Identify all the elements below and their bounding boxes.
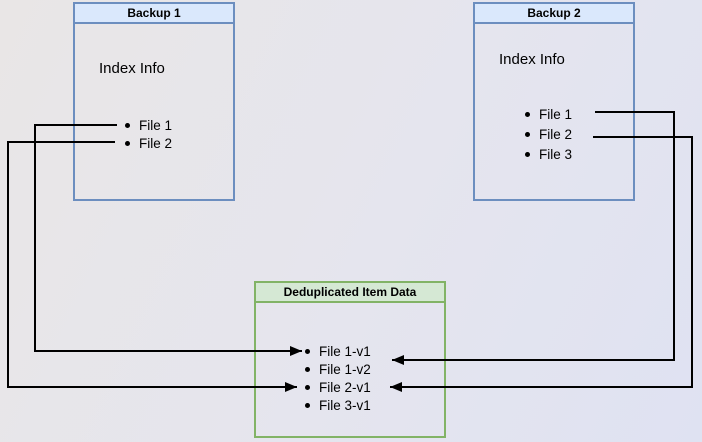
dedup-item-file1v2-label: File 1-v2 — [319, 361, 371, 377]
dedup-title: Deduplicated Item Data — [256, 283, 444, 303]
backup2-item-file1: File 1 — [525, 105, 572, 123]
backup1-item-file1: File 1 — [125, 116, 172, 134]
backup2-item-file3-label: File 3 — [539, 146, 573, 162]
dedup-item-file2v1-label: File 2-v1 — [319, 379, 371, 395]
backup2-item-file3: File 3 — [525, 145, 572, 163]
backup2-subtitle: Index Info — [499, 51, 565, 68]
backup1-item-file2: File 2 — [125, 134, 172, 152]
dedup-item-file1v1-label: File 1-v1 — [319, 343, 371, 359]
backup2-box: Backup 2 — [473, 2, 635, 201]
bullet-icon — [125, 122, 130, 128]
bullet-icon — [525, 131, 530, 137]
backup2-item-file1-label: File 1 — [539, 106, 573, 122]
bullet-icon — [305, 402, 310, 408]
backup2-item-file2-label: File 2 — [539, 126, 573, 142]
dedup-item-file1v2: File 1-v2 — [305, 360, 371, 378]
dedup-item-file2v1: File 2-v1 — [305, 378, 371, 396]
dedup-item-file1v1: File 1-v1 — [305, 342, 371, 360]
bullet-icon — [525, 151, 530, 157]
backup2-title: Backup 2 — [475, 4, 633, 24]
bullet-icon — [305, 348, 310, 354]
bullet-icon — [305, 366, 310, 372]
bullet-icon — [305, 384, 310, 390]
backup1-item-file2-label: File 2 — [139, 135, 173, 151]
backup1-title: Backup 1 — [75, 4, 233, 24]
bullet-icon — [125, 140, 130, 146]
backup1-box: Backup 1 — [73, 2, 235, 201]
dedup-item-file3v1-label: File 3-v1 — [319, 397, 371, 413]
bullet-icon — [525, 111, 530, 117]
backup1-subtitle: Index Info — [99, 60, 165, 77]
backup2-item-file2: File 2 — [525, 125, 572, 143]
backup1-item-file1-label: File 1 — [139, 117, 173, 133]
dedup-item-file3v1: File 3-v1 — [305, 396, 371, 414]
